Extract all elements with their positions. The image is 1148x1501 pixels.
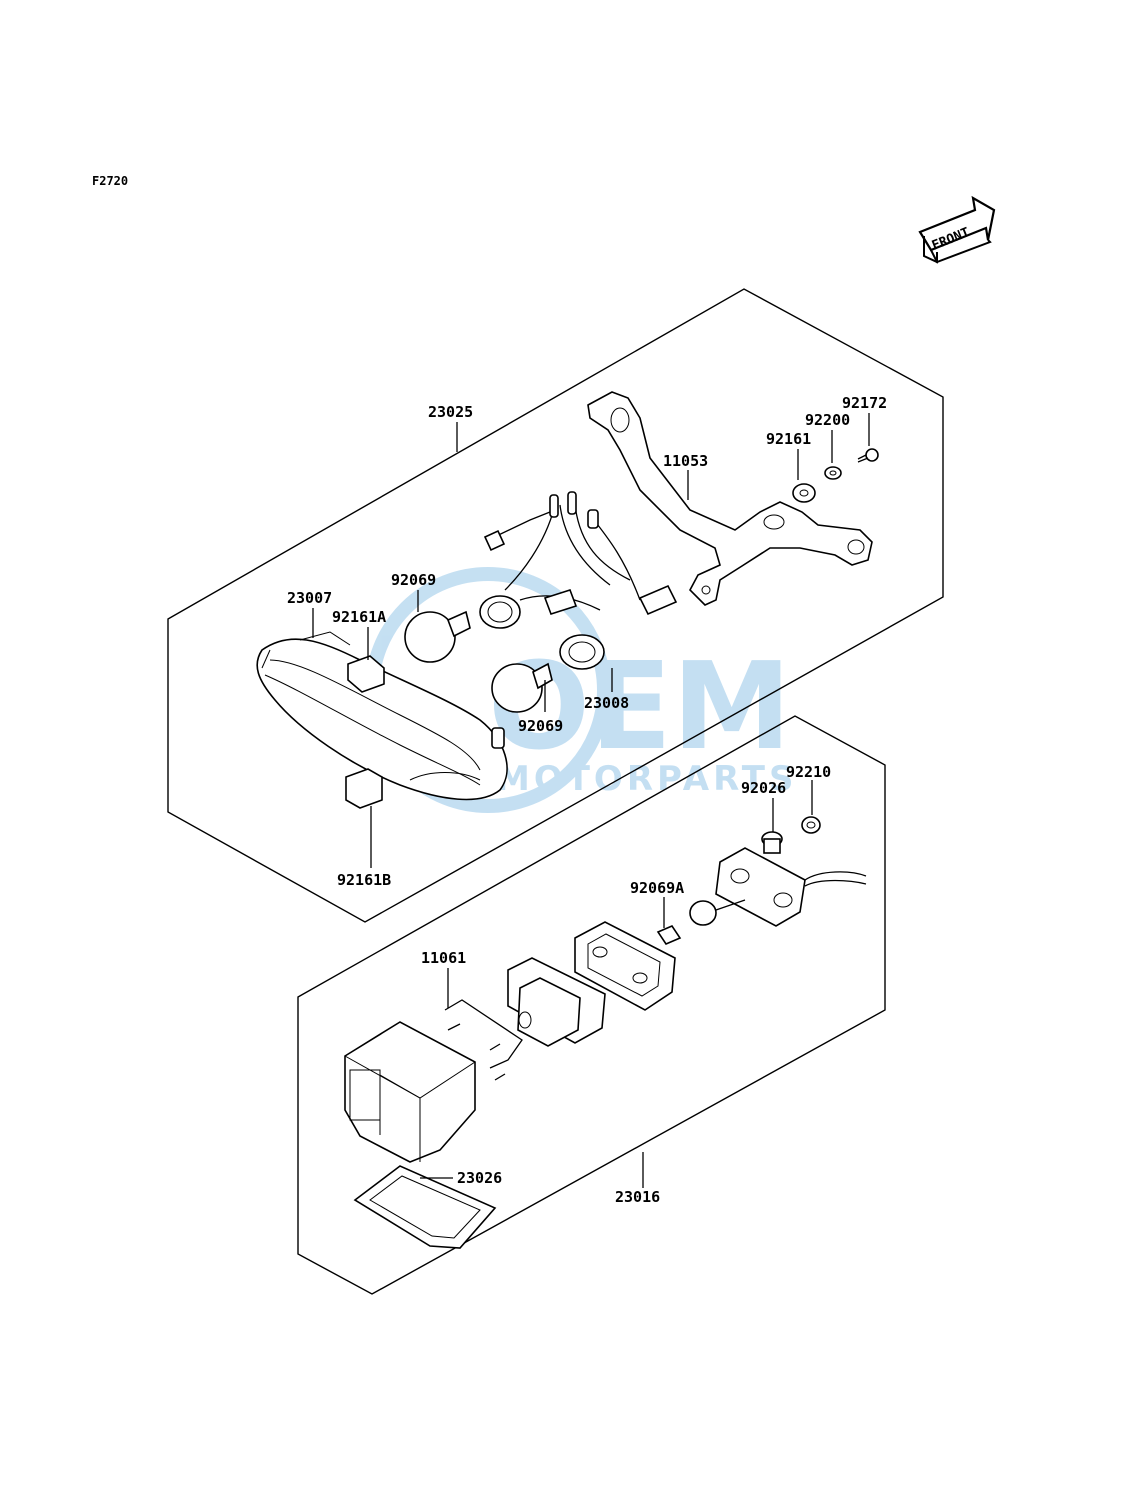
label-11053: 11053 <box>663 452 708 470</box>
license-lamp-base <box>715 847 867 927</box>
label-23026: 23026 <box>457 1169 502 1187</box>
label-92026: 92026 <box>741 779 786 797</box>
diagram-code: F2720 <box>92 174 128 188</box>
front-arrow-icon: FRONT <box>918 195 996 264</box>
label-23008: 23008 <box>584 694 629 712</box>
label-92069-bottom: 92069 <box>518 717 563 735</box>
label-23007: 23007 <box>287 589 332 607</box>
socket-top <box>479 595 521 629</box>
socket-license-lamp <box>689 899 746 926</box>
lens-23026 <box>353 1165 497 1249</box>
leader-lines <box>312 413 870 1188</box>
tail-lamp-housing-23007 <box>256 631 508 801</box>
label-92161A: 92161A <box>332 608 386 626</box>
bulb-92069-bottom <box>491 662 553 713</box>
label-11061: 11061 <box>421 949 466 967</box>
bracket-11053 <box>587 391 873 606</box>
label-92210: 92210 <box>786 763 831 781</box>
watermark-main: OEM <box>488 638 791 777</box>
damper-92026 <box>761 831 783 854</box>
license-lamp-body <box>344 1021 506 1163</box>
collar-92200 <box>824 466 842 480</box>
license-lamp-assembly-boundary <box>297 715 886 1295</box>
label-92161B: 92161B <box>337 871 391 889</box>
label-92200: 92200 <box>805 411 850 429</box>
tail-lamp-assembly-boundary <box>167 288 944 923</box>
pad-92161A <box>347 655 385 693</box>
wiring-harness <box>483 491 678 616</box>
license-lamp-gasket <box>574 921 676 1011</box>
label-92069-top: 92069 <box>391 571 436 589</box>
socket-23008 <box>559 634 605 670</box>
watermark-sub: MOTORPARTS <box>496 759 797 799</box>
label-92161: 92161 <box>766 430 811 448</box>
pad-92161B <box>345 768 383 809</box>
label-23025: 23025 <box>428 403 473 421</box>
bulb-92069A <box>656 925 682 945</box>
lens-cover-11061 <box>444 999 523 1069</box>
bulb-92069-top <box>404 610 471 663</box>
license-lamp-reflector <box>507 957 606 1047</box>
screw-92172 <box>857 448 879 463</box>
label-92069A: 92069A <box>630 879 684 897</box>
label-92172: 92172 <box>842 394 887 412</box>
grommet-92161 <box>792 483 816 503</box>
label-23016: 23016 <box>615 1188 660 1206</box>
nut-92210 <box>801 816 821 834</box>
